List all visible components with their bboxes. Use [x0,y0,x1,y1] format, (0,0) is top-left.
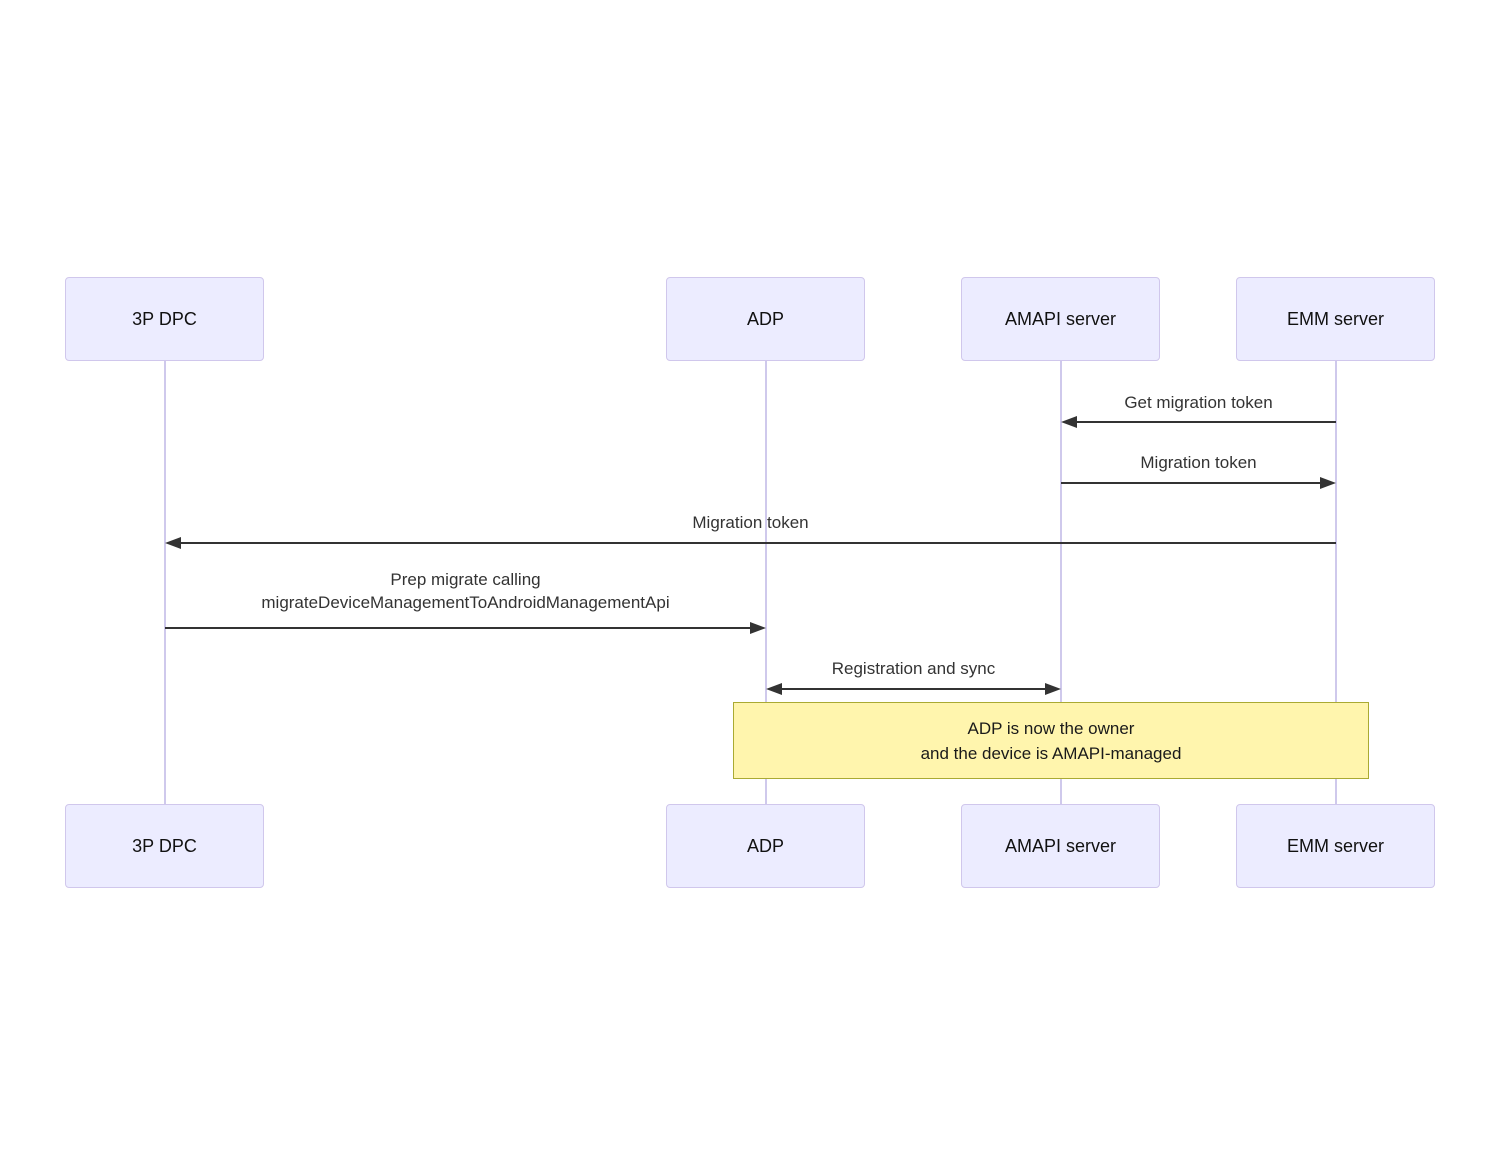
actor-bottom-adp: ADP [666,804,865,888]
actor-label: 3P DPC [132,835,197,856]
message-label-migration-token: Migration token [692,513,809,532]
message-label-prep-migrate: Prep migrate calling migrateDeviceManage… [165,568,766,614]
note-line: ADP is now the owner [967,718,1135,738]
lifeline-3p-dpc [163,361,166,804]
actor-label: EMM server [1286,308,1384,329]
actor-label: ADP [746,835,784,856]
message-line [1075,421,1336,423]
note-adp-owner: ADP is now the owner and the device is A… [733,702,1369,779]
lifeline-adp [764,361,767,804]
actor-top-adp: ADP [666,277,865,361]
actor-label: EMM server [1286,835,1384,856]
message-line [165,627,752,629]
message-label-line: Prep migrate calling [390,570,541,589]
actor-top-amapi-server: AMAPI server [961,277,1160,361]
lifeline-emm-server [1334,361,1337,804]
arrowhead-right-icon [1045,683,1061,695]
arrowhead-left-icon [1061,416,1077,428]
note-line: and the device is AMAPI-managed [920,743,1182,763]
actor-top-emm-server: EMM server [1236,277,1435,361]
lifeline-amapi-server [1059,361,1062,804]
message-label-get-migration-token: Get migration token [1124,393,1273,412]
actor-bottom-amapi-server: AMAPI server [961,804,1160,888]
actor-bottom-3p-dpc: 3P DPC [65,804,264,888]
message-label-migration-token: Migration token [1140,453,1257,472]
actor-top-3p-dpc: 3P DPC [65,277,264,361]
actor-label: AMAPI server [1004,308,1117,329]
arrowhead-right-icon [1320,477,1336,489]
message-line [179,542,1336,544]
actor-label: ADP [746,308,784,329]
actor-label: AMAPI server [1004,835,1117,856]
message-line [1061,482,1322,484]
actor-bottom-emm-server: EMM server [1236,804,1435,888]
actor-label: 3P DPC [132,308,197,329]
arrowhead-right-icon [750,622,766,634]
arrowhead-left-icon [165,537,181,549]
message-line [780,688,1047,690]
message-label-line: migrateDeviceManagementToAndroidManageme… [261,593,670,612]
arrowhead-left-icon [766,683,782,695]
message-label-registration-and-sync: Registration and sync [831,659,996,678]
